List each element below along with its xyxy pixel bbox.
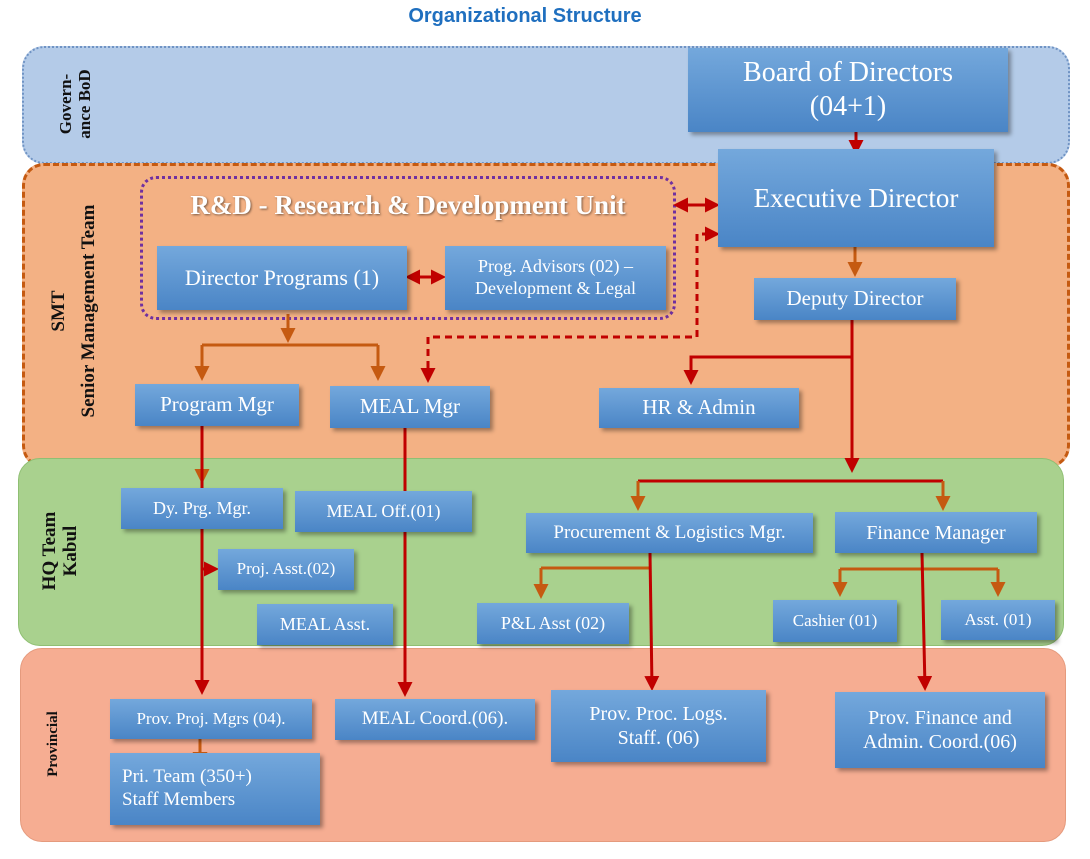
prov-proc-staff-box: Prov. Proc. Logs. Staff. (06)	[551, 690, 766, 762]
rd-unit-title: R&D - Research & Development Unit	[190, 190, 626, 220]
hr-admin-box: HR & Admin	[599, 388, 799, 428]
board-of-directors-box: Board of Directors (04+1)	[688, 48, 1008, 132]
pri-team-box: Pri. Team (350+) Staff Members	[110, 753, 320, 825]
procurement-mgr-box: Procurement & Logistics Mgr.	[526, 513, 813, 553]
dy-prg-mgr-box: Dy. Prg. Mgr.	[121, 488, 283, 529]
program-mgr-box: Program Mgr	[135, 384, 299, 426]
pl-asst-box: P&L Asst (02)	[477, 603, 629, 644]
meal-asst-box: MEAL Asst.	[257, 604, 393, 645]
proj-asst-box: Proj. Asst.(02)	[218, 549, 354, 590]
finance-manager-box: Finance Manager	[835, 512, 1037, 553]
prov-finance-box: Prov. Finance and Admin. Coord.(06)	[835, 692, 1045, 768]
to-hr-line	[683, 355, 852, 385]
diagram-title: Organizational Structure	[408, 5, 642, 27]
finance-down-line	[917, 552, 933, 691]
meal-off-box: MEAL Off.(01)	[295, 491, 472, 532]
meal-ed-dashed-arrow	[420, 226, 720, 383]
asst-box: Asst. (01)	[941, 600, 1055, 640]
meal-coord-box: MEAL Coord.(06).	[335, 699, 535, 740]
prov-proj-mgrs-box: Prov. Proj. Mgrs (04).	[110, 699, 312, 739]
director-programs-box: Director Programs (1)	[157, 246, 407, 310]
meal-mgr-box: MEAL Mgr	[330, 386, 490, 428]
prog-advisors-box: Prog. Advisors (02) – Development & Lega…	[445, 246, 666, 310]
cashier-box: Cashier (01)	[773, 600, 897, 642]
deputy-director-box: Deputy Director	[754, 278, 956, 320]
executive-director-box: Executive Director	[718, 149, 994, 247]
procurement-down-line	[644, 552, 660, 691]
